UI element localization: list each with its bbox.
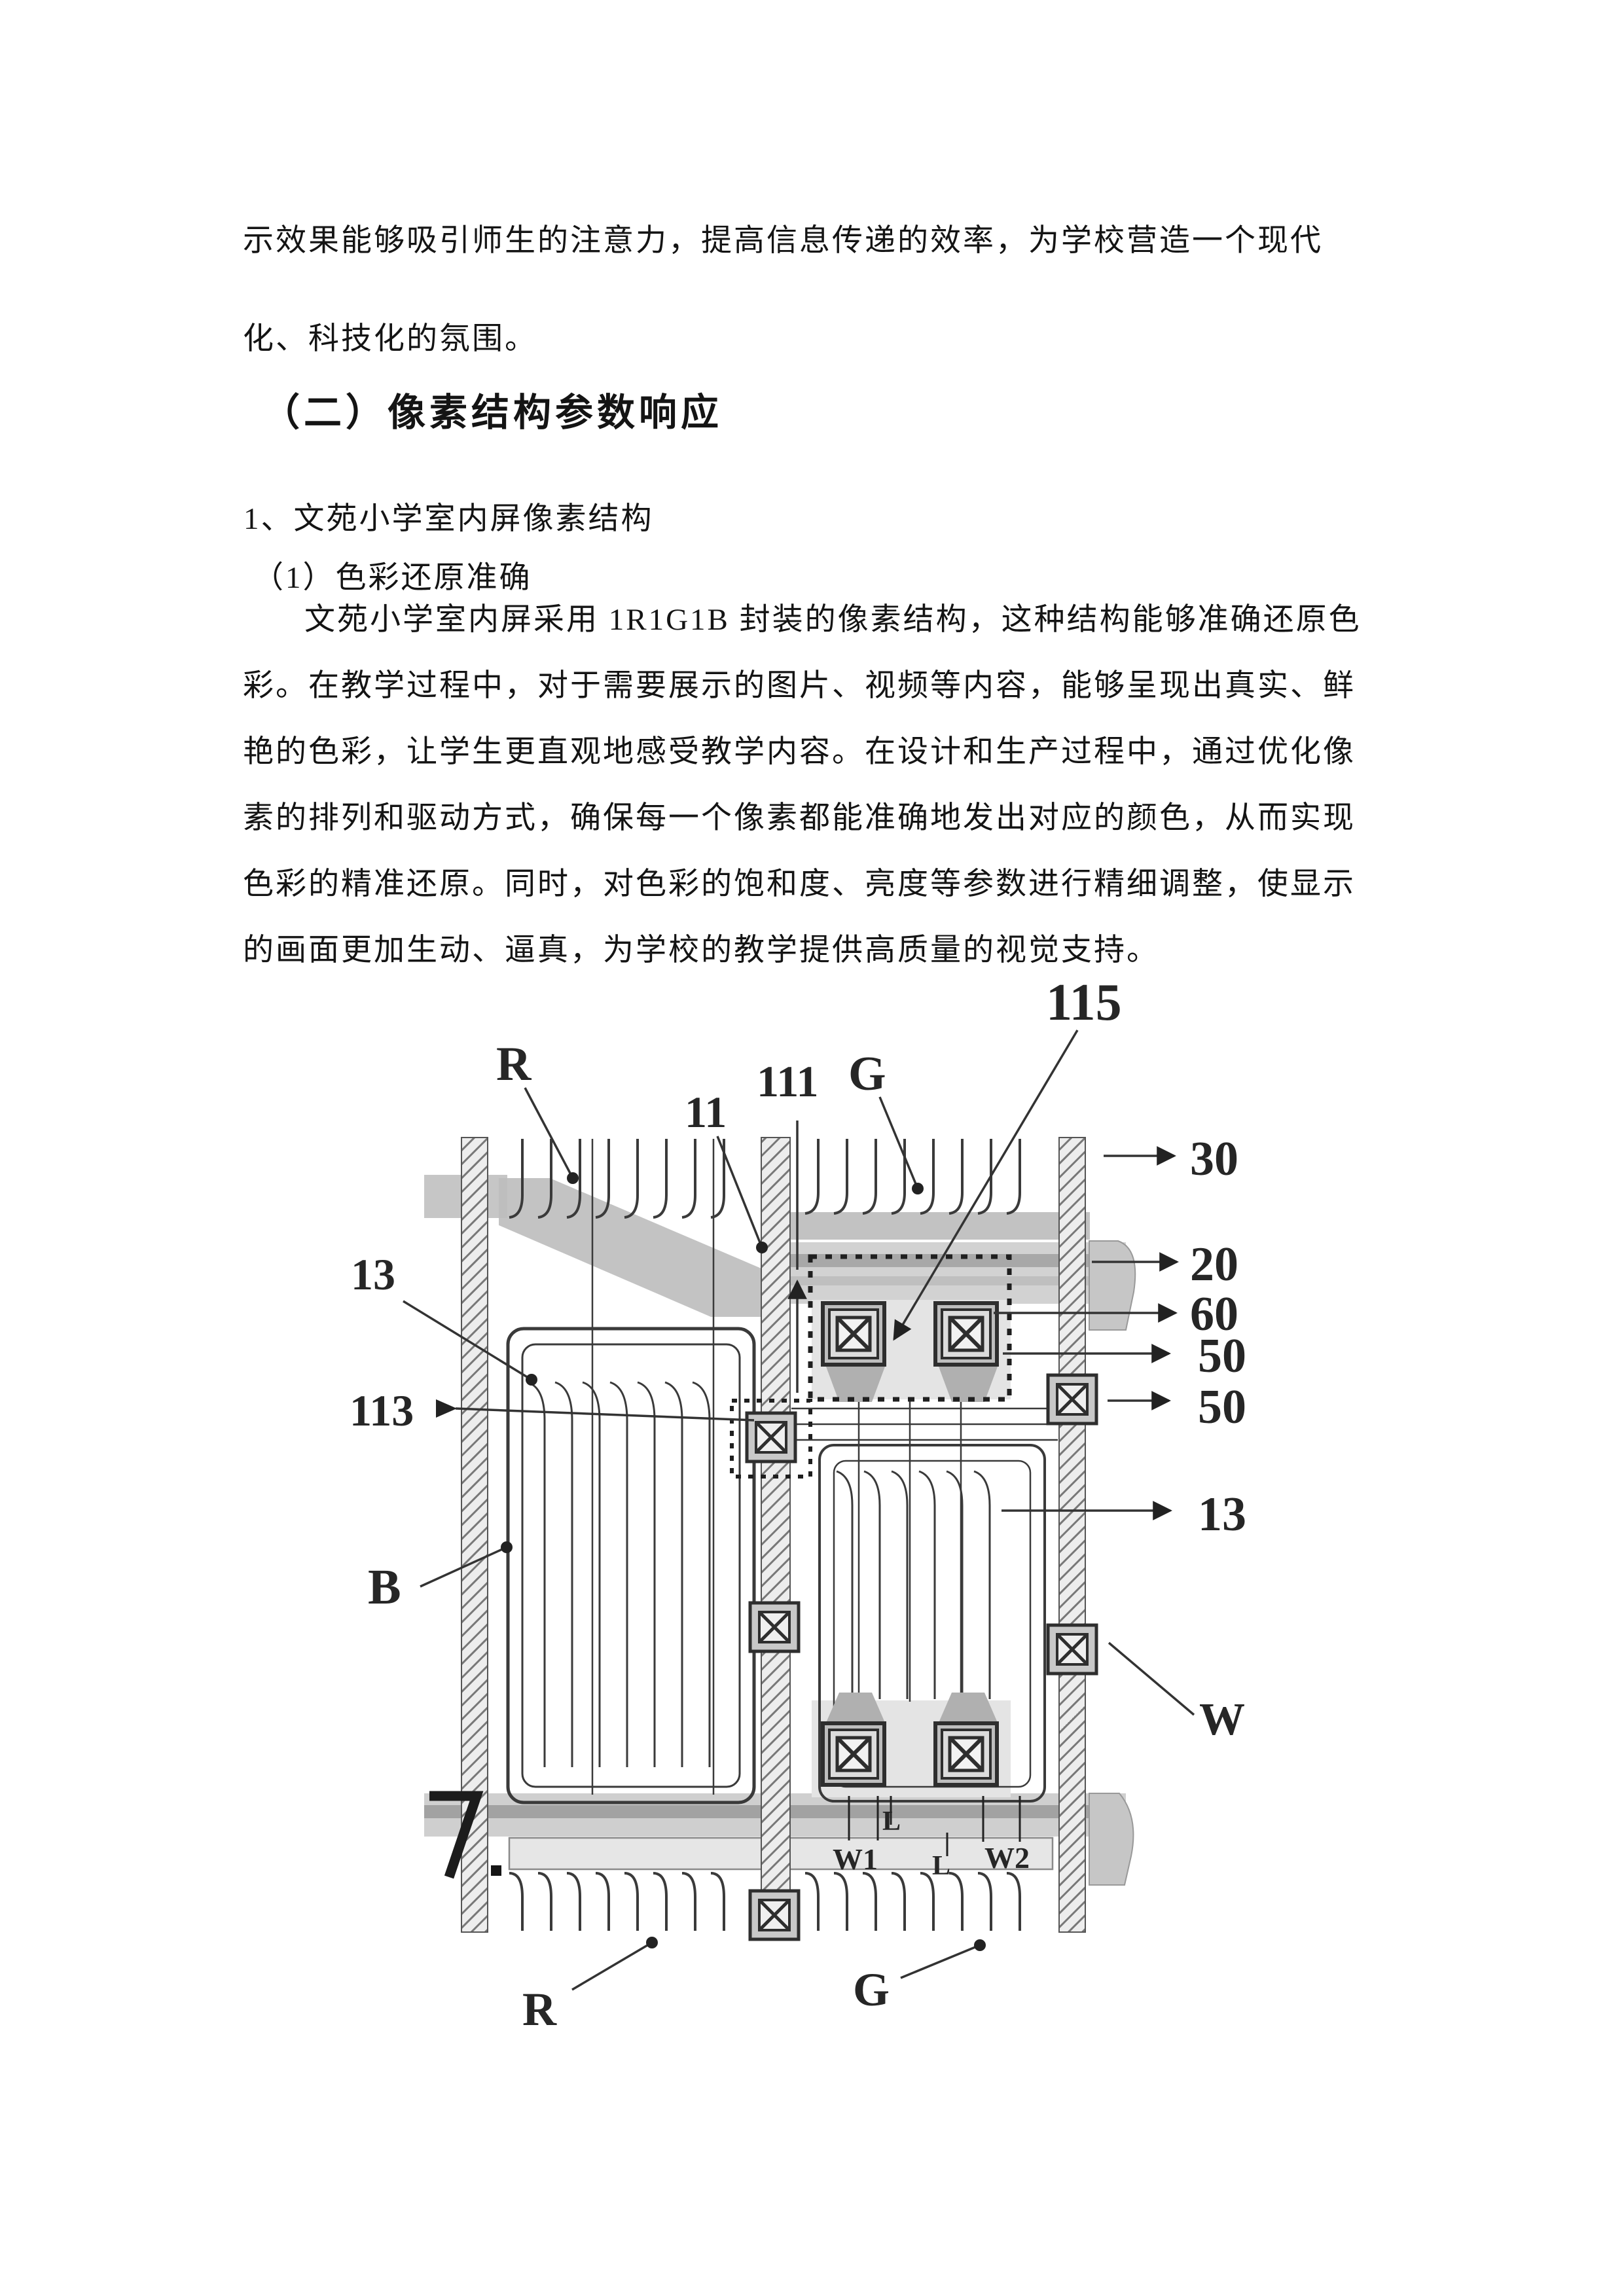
via-contact: [750, 1603, 799, 1651]
row-band-diagonal: [499, 1178, 761, 1317]
fig-label-b: B: [368, 1560, 401, 1615]
intro-line-2: 化、科技化的氛围。: [243, 322, 537, 356]
leader-r-top: [524, 1087, 574, 1179]
fig-label-w1: W1: [833, 1842, 878, 1876]
subheading-numbered: 1、文苑小学室内屏像素结构: [244, 502, 654, 536]
figure-labels: R 11 111 G 115 30 20 60 50 50 13 W 13 11…: [350, 974, 1246, 2036]
row-band-stripe-2: [790, 1276, 1126, 1285]
tft-contacts: [747, 1303, 1096, 1939]
body-line: 色彩的精准还原。同时，对色彩的饱和度、亮度等参数进行精细调整，使显示: [243, 867, 1356, 901]
leader-lines: [403, 1030, 1195, 1991]
hatched-column-right: [1058, 1137, 1086, 1933]
fig-label-13-right: 13: [1198, 1488, 1246, 1541]
pixel-electrode-left: [506, 1327, 756, 1804]
fig-label-g-top: G: [848, 1047, 886, 1101]
section-heading: （二）像素结构参数响应: [262, 391, 723, 434]
fig-label-111: 111: [757, 1056, 819, 1106]
leader-r-bottom: [571, 1941, 653, 1991]
leader-g-bottom: [900, 1944, 981, 1979]
leader-b: [420, 1546, 507, 1588]
pixel-electrode-right: [818, 1444, 1046, 1803]
fig-label-13-left: 13: [351, 1249, 395, 1299]
leader-115: [893, 1030, 1079, 1341]
body-line: 艳的色彩，让学生更直观地感受教学内容。在设计和生产过程中，通过优化像: [243, 735, 1356, 769]
fig-label-20: 20: [1190, 1238, 1238, 1291]
dashed-region-113: [730, 1399, 812, 1479]
subheading-parenthetical: （1）色彩还原准确: [253, 561, 532, 595]
via-contact: [750, 1891, 799, 1939]
leader-11: [716, 1136, 763, 1248]
fig-label-50-upper: 50: [1198, 1329, 1246, 1383]
transistor-contact: [935, 1723, 997, 1785]
row-band-hook-top: [1089, 1240, 1136, 1331]
fig-label-g-bottom: G: [853, 1964, 890, 2016]
body-line: 的画面更加生动、逼真，为学校的教学提供高质量的视觉支持。: [243, 933, 1159, 967]
tft-skirt: [826, 1693, 885, 1723]
fig-label-w: W: [1199, 1695, 1245, 1745]
transistor-contact: [935, 1303, 997, 1365]
fig-label-11: 11: [685, 1087, 727, 1137]
fig-label-l-lower: L: [932, 1851, 950, 1881]
fig-label-r-bottom: R: [522, 1983, 557, 2036]
body-line: 彩。在教学过程中，对于需要展示的图片、视频等内容，能够呈现出真实、鲜: [243, 669, 1356, 703]
fig-label-l-upper: L: [882, 1806, 901, 1837]
data-lines: [591, 1139, 1058, 1795]
tft-skirt: [826, 1367, 885, 1402]
via-contact: [747, 1413, 795, 1462]
via-contact: [1048, 1375, 1096, 1424]
leader-w: [1108, 1641, 1195, 1716]
dimension-ticks: [848, 1796, 1021, 1856]
fig-label-115: 115: [1046, 974, 1122, 1031]
contact-dot: [491, 1865, 501, 1876]
bent-trace: [429, 1791, 484, 1879]
hatched-column-middle: [761, 1137, 791, 1933]
leader-113: [455, 1407, 755, 1422]
body-line: 素的排列和驱动方式，确保每一个像素都能准确地发出对应的颜色，从而实现: [243, 801, 1356, 835]
via-contact: [1048, 1625, 1096, 1674]
transistor-contact: [823, 1723, 884, 1785]
tft-skirt: [939, 1693, 998, 1723]
leader-g-top: [878, 1096, 919, 1189]
fig-label-60: 60: [1190, 1287, 1238, 1341]
tft-skirt: [939, 1367, 998, 1402]
body-line: 文苑小学室内屏采用 1R1G1B 封装的像素结构，这种结构能够准确还原色: [304, 603, 1362, 637]
leader-13-left: [403, 1300, 532, 1381]
dashed-region-115: [808, 1254, 1012, 1402]
fig-label-30: 30: [1190, 1132, 1238, 1186]
fig-label-r-top: R: [496, 1037, 532, 1091]
row-band-right-upper: [790, 1212, 1090, 1240]
fig-label-w2: W2: [984, 1841, 1030, 1874]
bottom-band-hook: [1089, 1793, 1134, 1886]
transistor-contact: [823, 1303, 884, 1365]
bottom-comb-fingers: [509, 1872, 1021, 1931]
leader-113-arrowhead: [436, 1399, 457, 1418]
fig-label-50-lower: 50: [1198, 1380, 1246, 1434]
intro-line-1: 示效果能够吸引师生的注意力，提高信息传递的效率，为学校营造一个现代: [243, 224, 1323, 258]
fig-label-113: 113: [350, 1386, 414, 1435]
top-comb-fingers: [509, 1139, 1021, 1219]
